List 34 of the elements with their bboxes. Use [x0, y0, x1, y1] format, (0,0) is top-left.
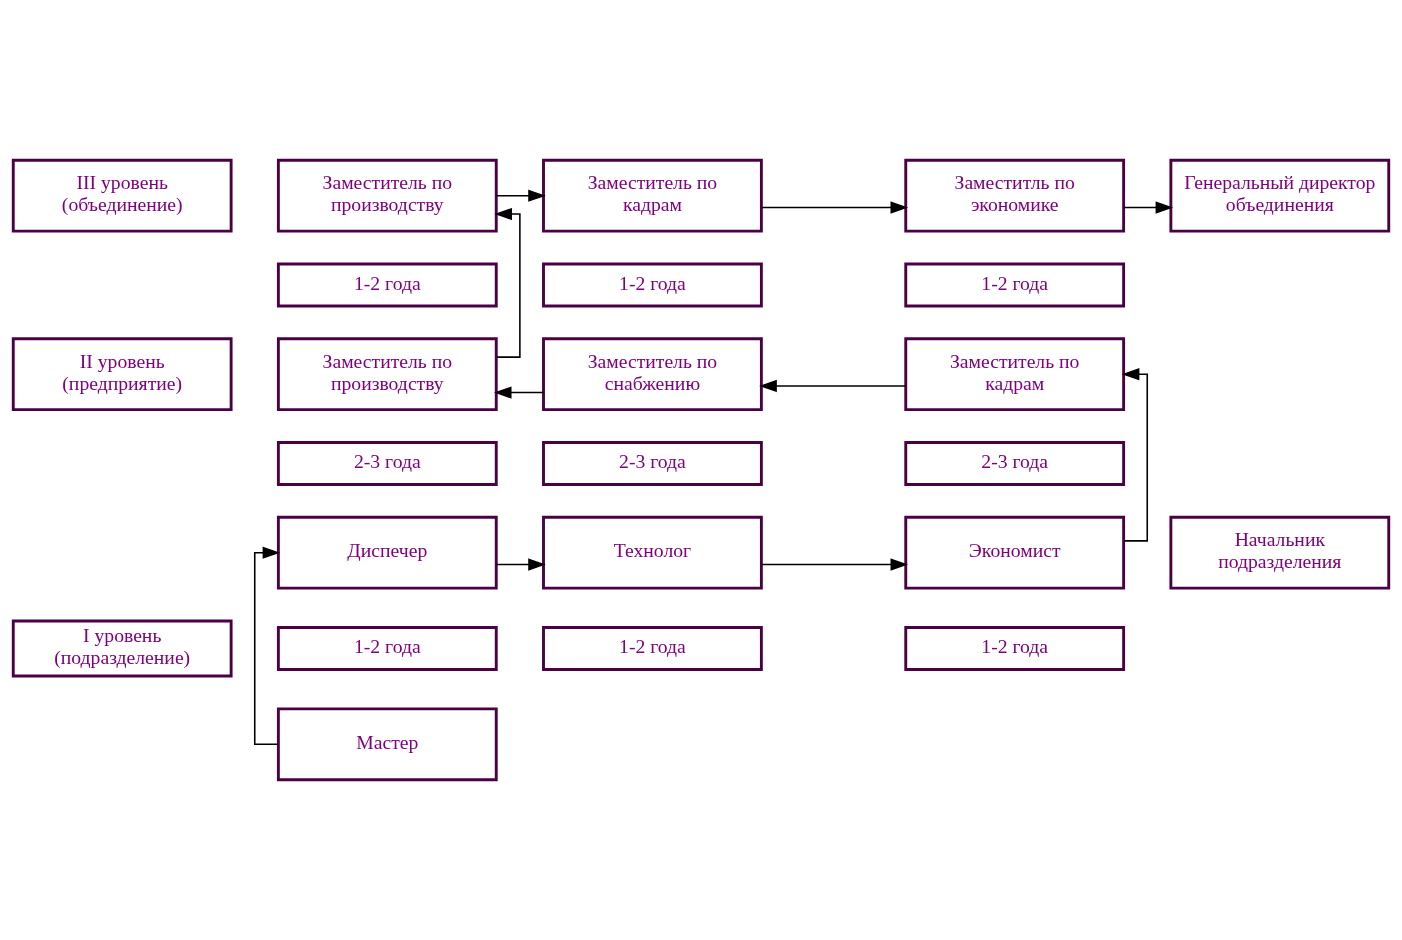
node-box: III уровень (объединение): [11, 158, 233, 233]
node-box: 1-2 года: [276, 626, 498, 671]
arrow: [493, 386, 545, 399]
node-box: 2-3 года: [276, 441, 498, 486]
node-box: Начальник подразделения: [1169, 515, 1391, 590]
arrow: [1121, 368, 1149, 542]
node-box: Заместитель по снабжению: [542, 337, 763, 412]
arrow: [494, 207, 521, 358]
arrow: [1122, 201, 1174, 214]
node-box: Генеральный директор объединения: [1169, 158, 1391, 233]
node-box: Экономист: [904, 515, 1126, 590]
node-box: Заместитель по кадрам: [904, 337, 1126, 412]
node-box: 1-2 года: [904, 626, 1126, 671]
node-box: 2-3 года: [904, 441, 1126, 486]
node-box: II уровень (предприятие): [11, 337, 233, 412]
node-box: 1-2 года: [542, 626, 763, 671]
arrow: [760, 201, 909, 214]
node-box: 1-2 года: [542, 262, 763, 308]
node-box: Заместитель по производству: [276, 337, 498, 412]
node-box: I уровень (подразделение): [11, 619, 233, 678]
arrow: [495, 558, 546, 571]
arrow: [759, 379, 907, 393]
node-box: 1-2 года: [276, 262, 498, 308]
node-box: Мастер: [276, 707, 498, 782]
node-box: Технолог: [542, 515, 763, 590]
node-box: Заместитель по кадрам: [542, 158, 763, 233]
arrow: [760, 558, 909, 571]
node-box: 1-2 года: [904, 262, 1126, 308]
node-box: Диспечер: [276, 515, 498, 590]
arrow: [495, 189, 546, 202]
arrow: [253, 546, 281, 746]
node-box: 2-3 года: [542, 441, 763, 486]
node-box: Заместитль по экономике: [904, 158, 1126, 233]
node-box: Заместитель по производству: [276, 158, 498, 233]
